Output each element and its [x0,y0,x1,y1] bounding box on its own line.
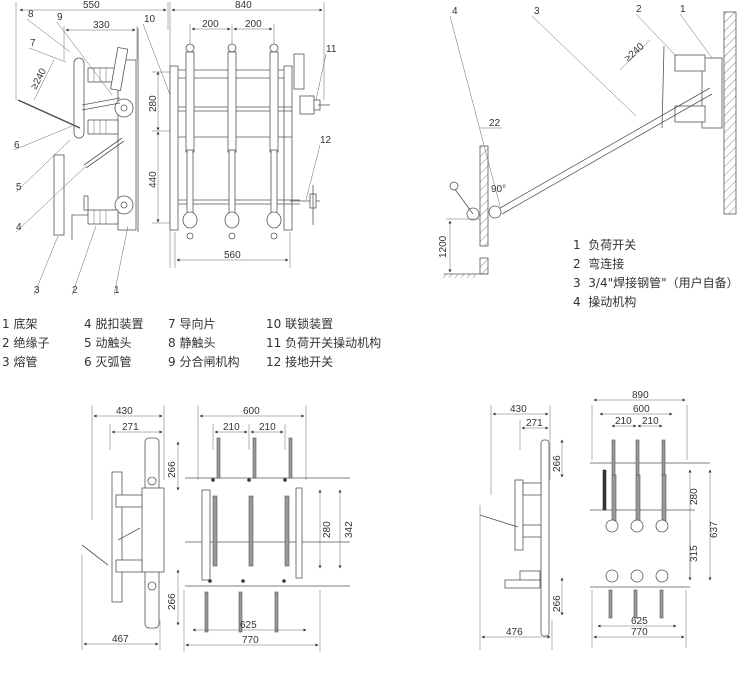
callout-7: 7 [30,38,36,49]
dim-330: 330 [93,20,110,31]
dim-90: 90° [491,184,506,195]
dim-280-br: 280 [689,488,700,505]
dim-266-bl-upper: 266 [167,461,178,478]
legend-item: 7 导向片 [168,317,216,331]
dim-890: 890 [632,390,649,401]
dim-467: 467 [112,634,129,645]
legend-item: 2 绝缘子 [2,336,50,350]
callouts-top-left: 8 9 7 10 6 5 4 3 2 1 [13,9,173,296]
dim-271-bl: 271 [122,422,139,433]
dim-210-br-a: 210 [615,416,632,427]
legend-item: 11 负荷开关操动机构 [266,336,382,350]
dim-625-br: 625 [631,616,648,627]
installation-legend: 1 负荷开关 2 弯连接 3 3/4"焊接钢管"（用户自备） 4 操动机构 [573,236,739,312]
callout-11: 11 [326,44,337,55]
legend-item: 8 静触头 [168,336,216,350]
legend-column-3: 7 导向片 8 静触头 9 分合闸机构 [168,315,268,372]
callout-2: 2 [72,285,78,296]
dim-770-bl: 770 [242,635,259,646]
legend-item: 4 脱扣装置 [84,317,144,331]
callout-6: 6 [14,140,20,151]
dim-280-bl: 280 [322,521,333,538]
dim-200-a: 200 [202,19,219,30]
legend-item: 1 底架 [2,317,38,331]
dim-handle-clearance: ≥240 [29,66,49,91]
top-right-installation-view: ≥240 22 90° 1200 4 3 2 1 [438,4,737,279]
legend-item: 10 联锁装置 [266,317,334,331]
dim-210-bl-a: 210 [223,422,240,433]
legend-item: 5 动触头 [84,336,132,350]
dim-476: 476 [506,627,523,638]
dim-770-br: 770 [631,627,648,638]
dim-280: 280 [148,95,159,112]
bottom-right-views: 430 271 266 266 476 890 600 210 210 [479,390,720,650]
dim-342-bl: 342 [344,521,355,538]
dim-840: 840 [235,0,252,11]
install-callout-2: 2 [636,4,642,15]
top-left-front-view: 840 200 200 280 440 [148,0,337,268]
callout-5: 5 [16,182,22,193]
dim-210-br-b: 210 [642,416,659,427]
dim-625-bl: 625 [240,620,257,631]
callout-9: 9 [57,12,63,23]
callout-10: 10 [144,14,156,25]
install-callout-1: 1 [680,4,686,15]
dim-440: 440 [148,171,159,188]
legend-item: 1 负荷开关 [573,238,637,252]
dim-210-bl-b: 210 [259,422,276,433]
dim-1200: 1200 [438,235,449,258]
dim-266-br-upper: 266 [552,455,563,472]
legend-item: 4 操动机构 [573,295,637,309]
dim-200-b: 200 [245,19,262,30]
install-callout-3: 3 [534,6,540,17]
pole-1 [182,43,198,240]
callout-4: 4 [16,222,22,233]
callout-3: 3 [34,285,40,296]
legend-column-1: 1 底架 2 绝缘子 3 熔管 [2,315,92,372]
legend-item: 6 灭弧管 [84,355,132,369]
legend-column-4: 10 联锁装置 11 负荷开关操动机构 12 接地开关 [266,315,406,372]
top-left-side-view: 550 330 ≥240 [13,0,173,296]
dim-550: 550 [83,0,100,11]
legend-item: 9 分合闸机构 [168,355,240,369]
callout-8: 8 [28,9,34,20]
callout-12: 12 [320,135,332,146]
dim-637: 637 [709,521,720,538]
dim-600-bl: 600 [243,406,260,417]
dim-430-br: 430 [510,404,527,415]
legend-item: 3 熔管 [2,355,38,369]
legend-column-2: 4 脱扣装置 5 动触头 6 灭弧管 [84,315,184,372]
dim-600-br: 600 [633,404,650,415]
dim-266-bl-lower: 266 [167,593,178,610]
dim-315: 315 [689,545,700,562]
legend-item: 2 弯连接 [573,257,625,271]
pole-2 [224,43,240,240]
install-callout-4: 4 [452,6,458,17]
pole-3 [266,43,282,240]
dim-560: 560 [224,250,241,261]
legend-item: 12 接地开关 [266,355,334,369]
dim-22: 22 [489,118,501,129]
callout-1: 1 [114,285,120,296]
dim-271-br: 271 [526,418,543,429]
bottom-left-views: 430 271 266 266 467 600 210 210 [81,405,355,652]
legend-item: 3 3/4"焊接钢管"（用户自备） [573,276,739,290]
dim-handle-clearance-install: ≥240 [623,41,647,64]
dim-430-bl: 430 [116,406,133,417]
dim-266-br-lower: 266 [552,595,563,612]
